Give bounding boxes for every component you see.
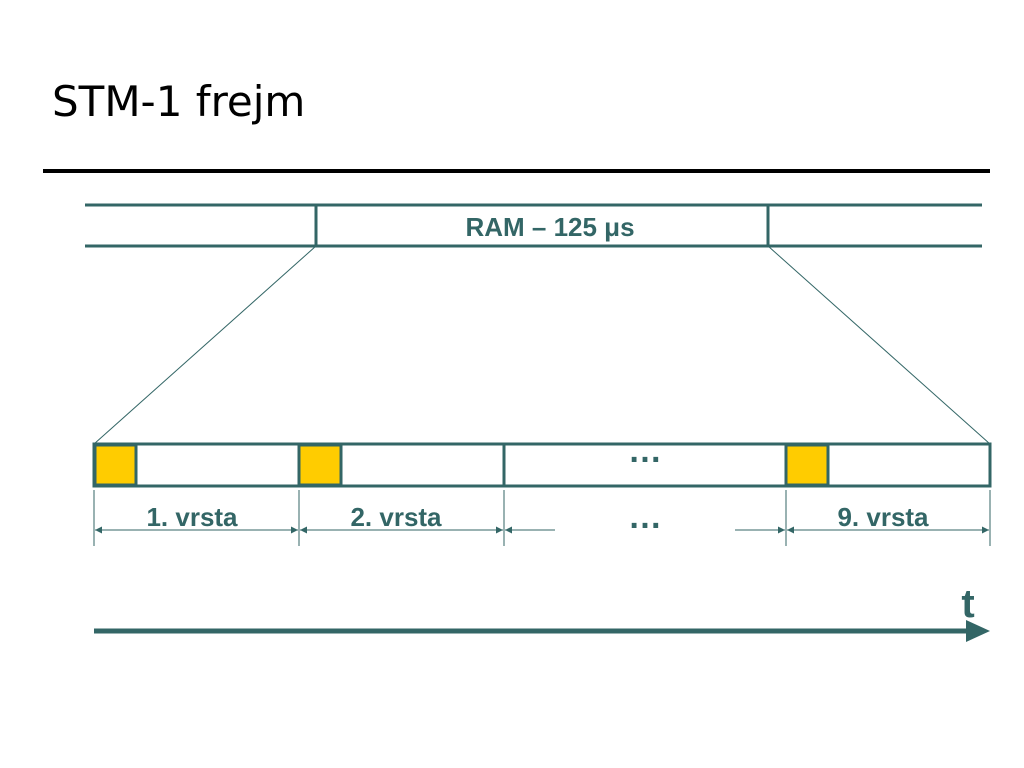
- frame-label: RAM – 125 μs: [465, 212, 634, 242]
- time-axis-label: t: [961, 582, 974, 626]
- slide-title: STM-1 frejm: [52, 77, 306, 126]
- overhead-block-row-1: [93, 443, 138, 487]
- time-axis: [94, 620, 990, 642]
- time-axis-arrowhead: [966, 620, 990, 642]
- row-label-9: 9. vrsta: [837, 502, 929, 532]
- zoom-line-left: [93, 245, 317, 445]
- overhead-block-row-9: [784, 443, 830, 487]
- row-label-1: 1. vrsta: [146, 502, 238, 532]
- row-label-middle: …: [628, 498, 662, 536]
- zoom-line-right: [767, 245, 991, 445]
- overhead-block-row-2: [297, 443, 343, 487]
- row-strip-ellipsis: …: [628, 432, 662, 470]
- row-strip-outline: [92, 442, 992, 488]
- dimension-ticks: [93, 490, 991, 546]
- row-label-2: 2. vrsta: [350, 502, 442, 532]
- frame-strip: [85, 203, 982, 248]
- row-strip: [92, 442, 992, 488]
